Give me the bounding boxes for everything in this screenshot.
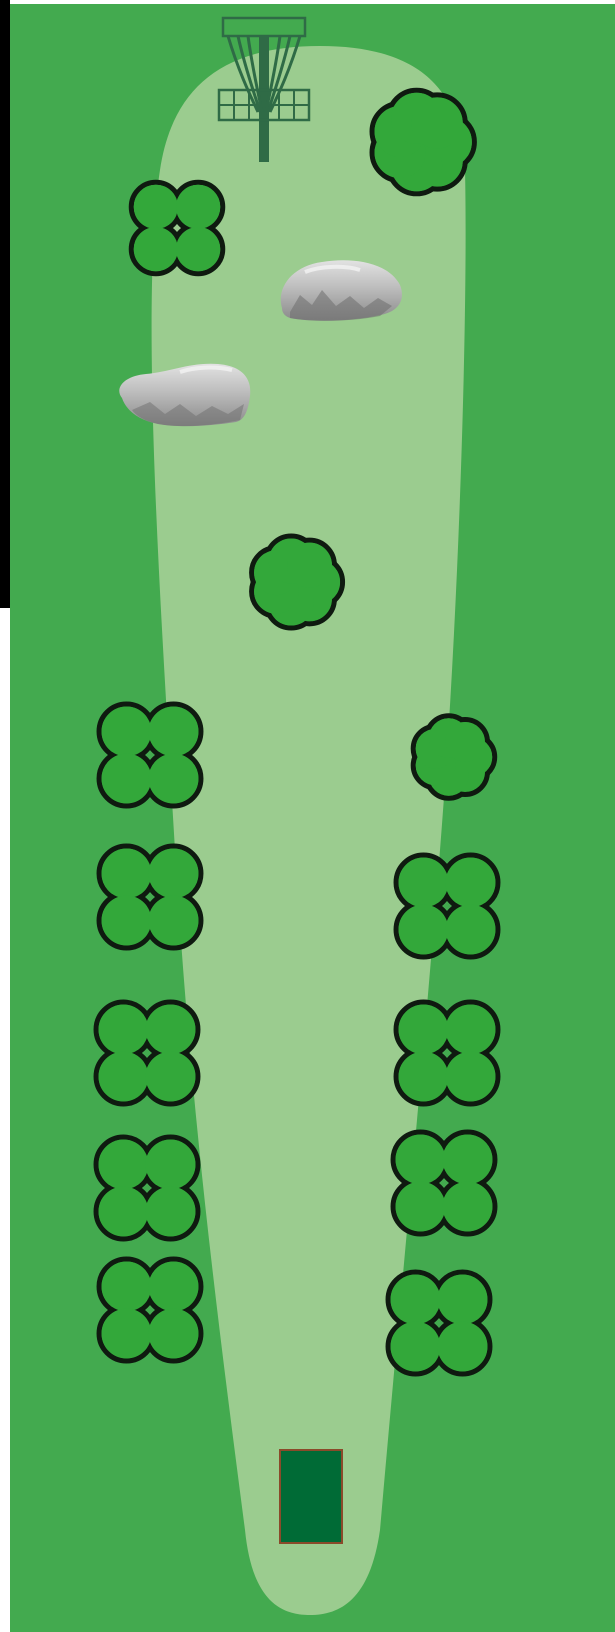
left-edge-bar [0,0,10,608]
tee-pad-icon [280,1450,342,1543]
tree-icon [372,90,474,194]
tree-icon [413,716,495,798]
tree-icon [252,536,343,628]
